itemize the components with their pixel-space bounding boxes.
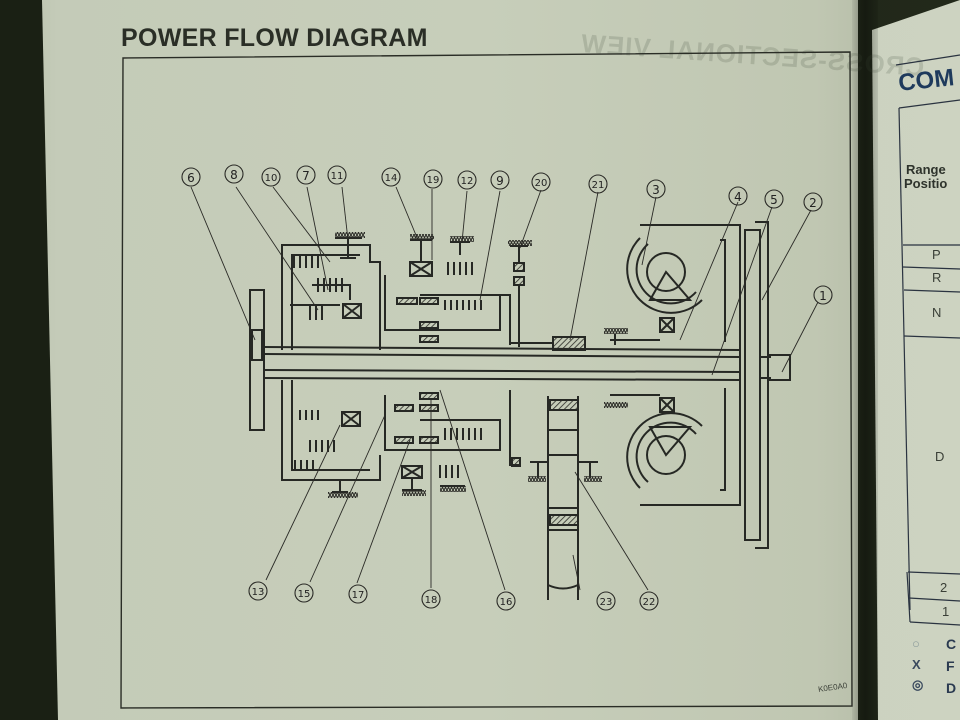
svg-text:23: 23 bbox=[600, 597, 613, 608]
svg-text:1: 1 bbox=[819, 289, 827, 303]
svg-text:21: 21 bbox=[592, 180, 605, 191]
range-row-d: D bbox=[935, 449, 945, 464]
svg-text:14: 14 bbox=[385, 173, 398, 184]
book-gutter bbox=[852, 0, 878, 720]
callout-22: 22 bbox=[639, 591, 659, 611]
legend-symbol-double-circle: ◎ bbox=[912, 677, 924, 692]
callout-1: 1 bbox=[813, 285, 833, 305]
legend-text-c: C bbox=[946, 636, 957, 652]
one-way-clutch-lower bbox=[341, 411, 361, 427]
countershaft bbox=[547, 396, 579, 600]
callout-12: 12 bbox=[457, 170, 477, 190]
svg-text:16: 16 bbox=[500, 597, 513, 608]
callout-20: 20 bbox=[531, 172, 551, 192]
leader-lines bbox=[190, 186, 819, 591]
callout-13: 13 bbox=[248, 581, 268, 601]
svg-text:10: 10 bbox=[265, 173, 278, 184]
range-row-1: 1 bbox=[942, 604, 950, 619]
main-shaft bbox=[263, 346, 741, 381]
svg-text:20: 20 bbox=[535, 178, 548, 189]
callout-11: 11 bbox=[327, 165, 347, 185]
svg-text:19: 19 bbox=[427, 175, 440, 186]
range-position-label-2: Positio bbox=[904, 176, 948, 191]
svg-text:22: 22 bbox=[643, 597, 656, 608]
diagram-frame bbox=[120, 51, 853, 709]
legend-text-d: D bbox=[946, 680, 957, 696]
range-row-2: 2 bbox=[940, 580, 948, 595]
range-row-p: P bbox=[932, 247, 941, 262]
svg-text:6: 6 bbox=[187, 171, 195, 185]
callout-15: 15 bbox=[294, 583, 314, 603]
callout-3: 3 bbox=[646, 179, 666, 199]
range-row-r: R bbox=[932, 270, 942, 285]
svg-text:5: 5 bbox=[770, 193, 778, 207]
callout-18: 18 bbox=[421, 589, 441, 609]
legend-symbol-circle: ○ bbox=[912, 636, 920, 651]
svg-text:4: 4 bbox=[734, 190, 742, 204]
clutch-drum-upper bbox=[281, 244, 381, 350]
svg-text:3: 3 bbox=[652, 183, 660, 197]
callout-19: 19 bbox=[423, 169, 443, 189]
page-title: POWER FLOW DIAGRAM bbox=[121, 24, 428, 52]
callout-14: 14 bbox=[381, 167, 401, 187]
svg-text:11: 11 bbox=[331, 171, 344, 182]
svg-text:13: 13 bbox=[252, 587, 265, 598]
torque-converter-lower bbox=[626, 412, 703, 489]
callout-8: 8 bbox=[224, 164, 244, 184]
right-page-table bbox=[895, 54, 960, 626]
callout-23: 23 bbox=[596, 591, 616, 611]
legend-text-f: F bbox=[946, 658, 955, 674]
converter-housing bbox=[640, 224, 741, 506]
range-row-n: N bbox=[932, 305, 942, 320]
callouts-top: 6 8 10 7 11 14 19 12 9 20 21 3 4 5 2 1 bbox=[181, 164, 833, 305]
callout-17: 17 bbox=[348, 584, 368, 604]
svg-text:8: 8 bbox=[230, 168, 238, 182]
callout-10: 10 bbox=[261, 167, 281, 187]
one-way-clutch-upper bbox=[342, 303, 362, 319]
callout-16: 16 bbox=[496, 591, 516, 611]
svg-text:2: 2 bbox=[809, 196, 817, 210]
callout-21: 21 bbox=[588, 174, 608, 194]
callout-6: 6 bbox=[181, 167, 201, 187]
drive-plate bbox=[249, 289, 265, 431]
svg-text:12: 12 bbox=[461, 176, 474, 187]
callout-4: 4 bbox=[728, 186, 748, 206]
transmission-drawing bbox=[249, 221, 791, 600]
callouts-bottom: 13 15 17 18 16 23 22 bbox=[248, 581, 659, 611]
range-position-label-1: Range bbox=[906, 162, 946, 177]
svg-text:7: 7 bbox=[302, 169, 310, 183]
callout-9: 9 bbox=[490, 170, 510, 190]
right-page-title: COM bbox=[897, 64, 956, 97]
svg-text:18: 18 bbox=[425, 595, 438, 606]
svg-text:15: 15 bbox=[298, 589, 311, 600]
torque-converter-upper bbox=[626, 237, 703, 314]
legend-symbol-x: X bbox=[912, 657, 921, 672]
svg-text:17: 17 bbox=[352, 590, 365, 601]
front-cover bbox=[744, 229, 761, 541]
callout-5: 5 bbox=[764, 189, 784, 209]
callout-2: 2 bbox=[803, 192, 823, 212]
drive-gear bbox=[552, 336, 586, 351]
svg-text:9: 9 bbox=[496, 174, 504, 188]
callout-7: 7 bbox=[296, 165, 316, 185]
